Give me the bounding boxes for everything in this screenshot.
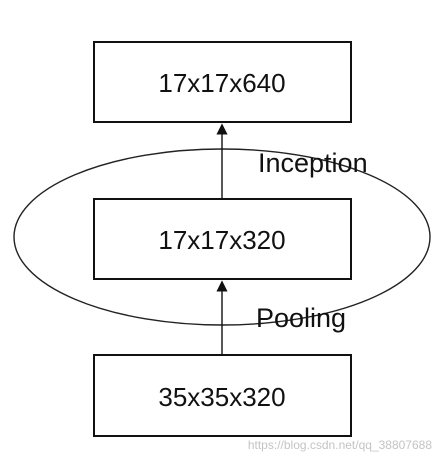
top-box: 17x17x640	[93, 41, 352, 123]
middle-box-label: 17x17x320	[158, 225, 285, 255]
middle-box: 17x17x320	[93, 198, 352, 280]
inception-label: Inception	[258, 148, 368, 178]
watermark-text: https://blog.csdn.net/qq_38807688	[248, 438, 432, 452]
pooling-label: Pooling	[256, 303, 346, 333]
top-box-label: 17x17x640	[158, 68, 285, 98]
top-box-rect	[93, 41, 352, 123]
middle-box-rect	[93, 198, 352, 280]
bottom-box: 35x35x320	[93, 354, 352, 437]
bottom-box-label: 35x35x320	[158, 382, 285, 412]
